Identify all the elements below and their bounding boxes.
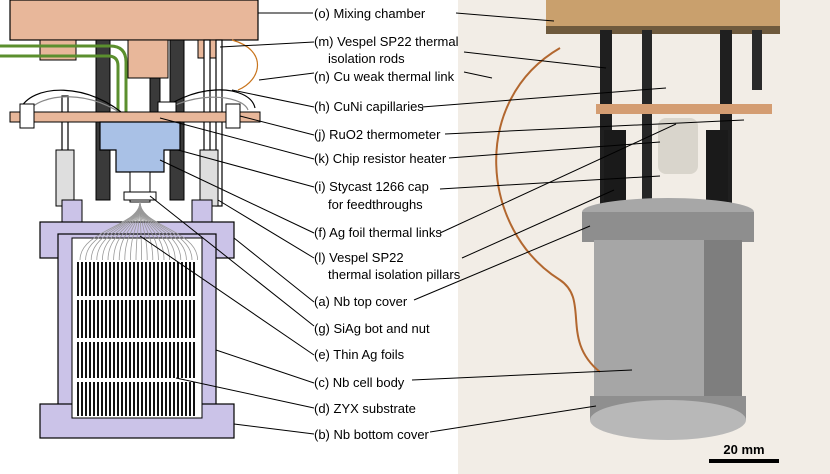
leader-b-photo xyxy=(429,405,597,433)
photo-pillar-right xyxy=(706,130,728,208)
thermometer-block-right-2 xyxy=(225,103,241,129)
leader-h-photo xyxy=(421,87,667,108)
photo-pillar-left xyxy=(604,130,626,208)
schematic xyxy=(0,0,261,439)
leader-k-photo xyxy=(448,141,661,159)
stycast-cap xyxy=(99,121,181,173)
leader-o-photo xyxy=(455,12,555,22)
pillar-foot-right xyxy=(191,199,213,223)
label-chip-heater: (k) Chip resistor heater xyxy=(314,151,447,166)
leader-i xyxy=(177,149,315,188)
scale-bar-label: 20 mm xyxy=(723,442,764,457)
cu-weak-link-wire xyxy=(231,39,259,91)
label-stycast-cap-2: for feedthroughs xyxy=(328,197,423,212)
label-mixing-chamber: (o) Mixing chamber xyxy=(314,6,426,21)
photo-mixing-chamber xyxy=(546,0,780,26)
copper-tab-mid xyxy=(127,39,169,79)
photo-plate-shadow xyxy=(546,26,780,34)
leader-d xyxy=(175,377,315,409)
leader-m xyxy=(219,41,315,48)
photo-cell-body-face xyxy=(704,240,742,400)
leader-e xyxy=(139,235,315,356)
leader-g xyxy=(149,195,315,327)
label-vespel-rods: (m) Vespel SP22 thermal xyxy=(314,34,459,49)
photograph xyxy=(458,0,830,474)
photo-stycast-cap xyxy=(658,118,698,174)
leader-c-photo xyxy=(411,369,633,381)
leader-h xyxy=(231,89,315,108)
label-zyx-substrate: (d) ZYX substrate xyxy=(314,401,416,416)
photo-copper-bar xyxy=(596,104,772,114)
thin-post-right-2 xyxy=(215,39,223,207)
leader-a-photo xyxy=(413,225,591,301)
label-siag-bolt: (g) SiAg bot and nut xyxy=(314,321,430,336)
pillar-foot-left xyxy=(61,199,83,223)
label-vespel-pillars-2: thermal isolation pillars xyxy=(328,267,461,282)
leader-j-photo xyxy=(444,119,745,135)
scale-bar xyxy=(709,459,779,463)
label-stycast-cap: (i) Stycast 1266 cap xyxy=(314,179,429,194)
leader-n xyxy=(258,72,315,81)
photo-rod-2 xyxy=(642,30,652,230)
cuni-capillary-2 xyxy=(0,54,120,150)
vespel-pillar-left xyxy=(55,149,75,207)
leader-c xyxy=(215,349,315,384)
photo-top-cover xyxy=(582,212,754,242)
label-nb-top-cover: (a) Nb top cover xyxy=(314,294,408,309)
leader-f-photo xyxy=(439,123,677,234)
zyx-substrate xyxy=(77,262,195,416)
label-vespel-rods-2: isolation rods xyxy=(328,51,405,66)
leader-lines xyxy=(139,12,745,435)
label-nb-bottom-cover: (b) Nb bottom cover xyxy=(314,427,430,442)
label-ruo2-thermometer: (j) RuO2 thermometer xyxy=(314,127,441,142)
leader-l xyxy=(217,199,315,259)
leader-m-photo xyxy=(463,51,607,69)
thermometer-block-right xyxy=(157,101,177,113)
labels: (o) Mixing chamber (m) Vespel SP22 therm… xyxy=(314,6,765,457)
leader-l-photo xyxy=(461,189,615,259)
photo-bottom-cover-base xyxy=(590,400,746,440)
label-cu-weak-link: (n) Cu weak thermal link xyxy=(314,69,455,84)
label-cuni-capillaries: (h) CuNi capillaries xyxy=(314,99,424,114)
siag-nut xyxy=(123,191,157,201)
photo-rod-4 xyxy=(752,30,762,90)
thermometer-block-left xyxy=(19,103,35,129)
leader-b xyxy=(233,423,315,435)
label-nb-cell-body: (c) Nb cell body xyxy=(314,375,405,390)
leader-n-photo xyxy=(463,71,493,79)
mixing-chamber-plate xyxy=(9,0,259,41)
leader-k xyxy=(159,117,315,160)
thin-ag-foils xyxy=(79,201,198,261)
wire-loop-left xyxy=(19,89,131,121)
cuni-capillary-1 xyxy=(0,44,128,150)
label-ag-foil-links: (f) Ag foil thermal links xyxy=(314,225,442,240)
leader-j xyxy=(239,115,315,136)
leader-a xyxy=(233,237,315,303)
ag-foil-strand xyxy=(139,201,198,261)
label-vespel-pillars: (l) Vespel SP22 xyxy=(314,250,404,265)
leader-f xyxy=(159,159,315,234)
label-thin-ag-foils: (e) Thin Ag foils xyxy=(314,347,405,362)
copper-bar xyxy=(9,111,261,123)
